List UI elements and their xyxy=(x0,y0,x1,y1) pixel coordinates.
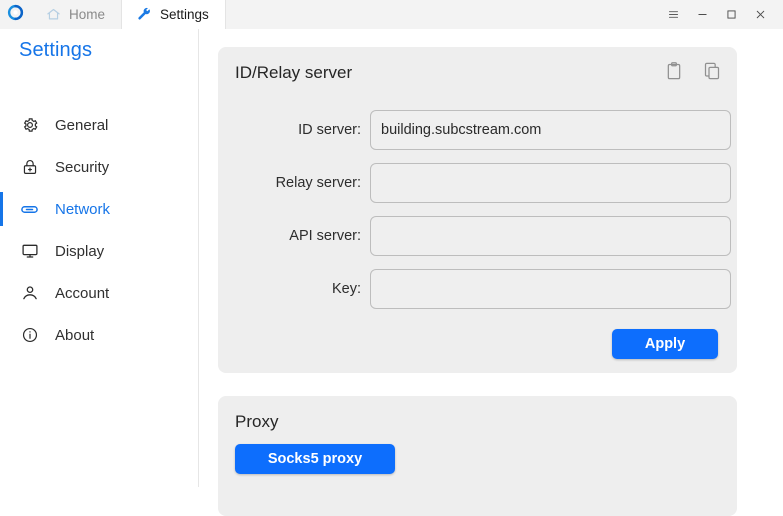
menu-button[interactable] xyxy=(659,0,688,29)
relay-server-input[interactable] xyxy=(370,162,731,203)
tab-home[interactable]: Home xyxy=(31,0,121,29)
apply-button[interactable]: Apply xyxy=(612,329,718,359)
key-label: Key: xyxy=(331,280,361,297)
lock-icon xyxy=(20,158,39,177)
sidebar-item-security[interactable]: Security xyxy=(0,146,198,188)
api-server-input[interactable] xyxy=(370,215,731,256)
id-relay-server-card: ID/Relay server xyxy=(218,47,737,373)
close-button[interactable] xyxy=(746,0,775,29)
id-relay-form: ID server: Relay server: API server: Key… xyxy=(218,103,737,315)
id-relay-card-actions xyxy=(661,60,725,86)
socks5-proxy-button[interactable]: Socks5 proxy xyxy=(235,444,395,474)
sidebar-item-general-label: General xyxy=(55,116,109,134)
sidebar-item-account[interactable]: Account xyxy=(0,272,198,314)
relay-server-label: Relay server: xyxy=(275,174,361,191)
tab-settings-label: Settings xyxy=(160,7,209,22)
sidebar-item-about-label: About xyxy=(55,326,95,344)
sidebar-item-display[interactable]: Display xyxy=(0,230,198,272)
sidebar-item-general[interactable]: General xyxy=(0,104,198,146)
id-relay-card-title: ID/Relay server xyxy=(235,63,353,82)
refresh-circle-logo-icon xyxy=(7,4,24,26)
content-area: ID/Relay server xyxy=(199,29,783,516)
app-logo xyxy=(0,0,31,29)
proxy-card: Proxy Socks5 proxy xyxy=(218,396,737,516)
sidebar-item-display-label: Display xyxy=(55,242,105,260)
sidebar-item-security-label: Security xyxy=(55,158,110,176)
sidebar: Settings General xyxy=(0,29,199,487)
minimize-button[interactable] xyxy=(688,0,717,29)
sidebar-nav: General Security xyxy=(0,104,198,356)
maximize-button[interactable] xyxy=(717,0,746,29)
window-controls xyxy=(659,0,783,29)
sidebar-item-account-label: Account xyxy=(55,284,110,302)
page-title: Settings xyxy=(19,39,93,61)
sidebar-item-network[interactable]: Network xyxy=(0,188,198,230)
home-icon xyxy=(45,7,61,23)
field-row-key: Key: xyxy=(218,262,737,315)
field-row-id-server: ID server: xyxy=(218,103,737,156)
key-input[interactable] xyxy=(370,268,731,309)
sidebar-item-network-label: Network xyxy=(55,200,111,218)
link-icon xyxy=(20,200,39,219)
api-server-label: API server: xyxy=(289,227,361,244)
id-server-input[interactable] xyxy=(370,109,731,150)
tab-home-label: Home xyxy=(69,7,106,22)
field-row-api-server: API server: xyxy=(218,209,737,262)
paste-config-button[interactable] xyxy=(661,60,687,86)
gear-icon xyxy=(20,116,39,135)
wrench-icon xyxy=(136,7,152,23)
title-bar: Home Settings xyxy=(0,0,783,30)
person-icon xyxy=(20,284,39,303)
id-server-label: ID server: xyxy=(298,121,361,138)
tab-settings[interactable]: Settings xyxy=(121,0,226,29)
copy-config-button[interactable] xyxy=(699,60,725,86)
info-icon xyxy=(20,326,39,345)
sidebar-item-about[interactable]: About xyxy=(0,314,198,356)
proxy-card-title: Proxy xyxy=(235,412,279,431)
field-row-relay-server: Relay server: xyxy=(218,156,737,209)
monitor-icon xyxy=(20,242,39,261)
copy-icon xyxy=(702,61,722,86)
clipboard-icon xyxy=(664,61,684,86)
